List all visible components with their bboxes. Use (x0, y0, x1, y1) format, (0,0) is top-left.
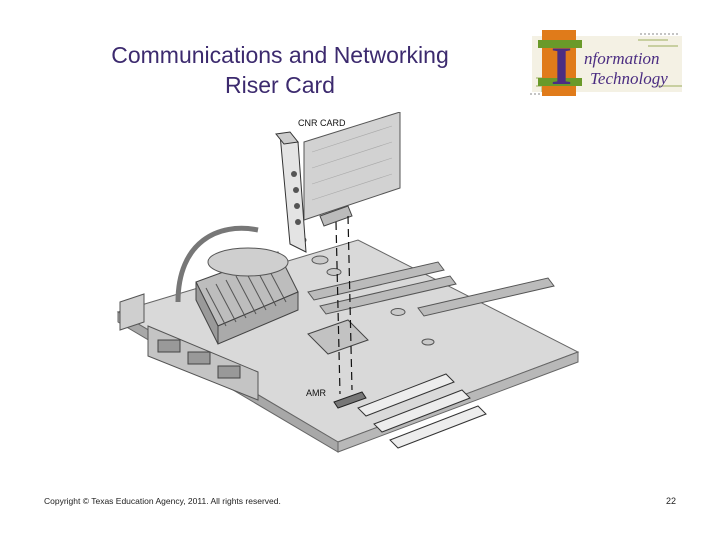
motherboard-illustration: CNR CARD AMR (108, 112, 588, 490)
slide-title: Communications and Networking Riser Card (40, 40, 520, 100)
title-line-2: Riser Card (225, 72, 335, 98)
logo-letter: I (551, 36, 572, 96)
title-line-1: Communications and Networking (111, 42, 449, 68)
cnr-card-label: CNR CARD (298, 118, 346, 128)
copyright-footer: Copyright © Texas Education Agency, 2011… (44, 496, 281, 506)
logo-line-2: Technology (590, 69, 668, 88)
page-number: 22 (665, 496, 676, 506)
amr-label: AMR (306, 388, 327, 398)
information-technology-logo: I nformation Technology (530, 30, 682, 96)
logo-line-1: nformation (584, 49, 660, 68)
